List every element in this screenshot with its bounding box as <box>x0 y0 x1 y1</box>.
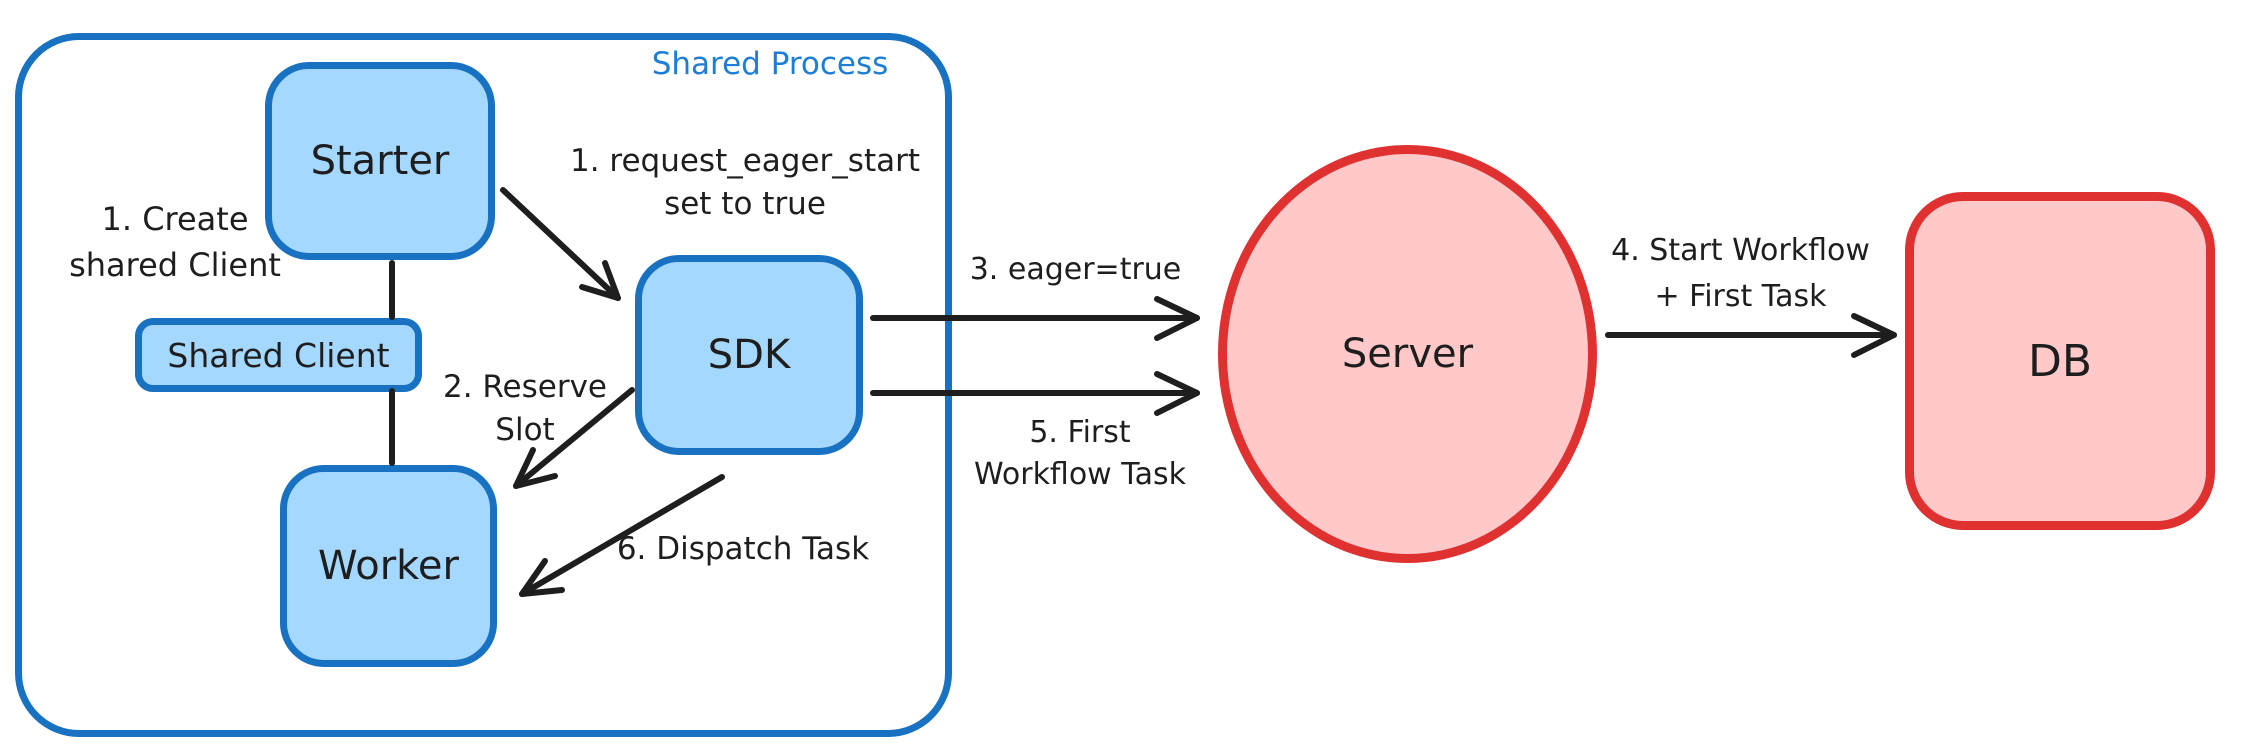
annotation-eager-true-text: 3. eager=true <box>969 252 1182 287</box>
node-server: Server <box>1218 145 1597 563</box>
annotation-first-workflow-task-line1: 5. First <box>1029 415 1131 450</box>
annotation-reserve-slot-line2: Slot <box>495 412 555 448</box>
annotation-start-workflow: 4. Start Workflow + First Task <box>1583 228 1898 320</box>
node-db: DB <box>1905 192 2215 530</box>
annotation-first-workflow-task: 5. First Workflow Task <box>925 412 1235 496</box>
annotation-dispatch-task: 6. Dispatch Task <box>608 528 878 571</box>
annotation-reserve-slot-line1: 2. Reserve <box>442 369 608 405</box>
annotation-first-workflow-task-line2: Workflow Task <box>973 457 1187 492</box>
node-starter: Starter <box>265 62 495 260</box>
node-sdk-label: SDK <box>707 332 791 378</box>
annotation-create-shared-client: 1. Create shared Client <box>35 196 315 288</box>
annotation-dispatch-task-text: 6. Dispatch Task <box>616 531 870 567</box>
node-worker-label: Worker <box>318 543 459 589</box>
node-worker: Worker <box>280 465 497 667</box>
arrow-server-to-db <box>1605 313 1897 358</box>
node-server-label: Server <box>1341 331 1474 377</box>
annotation-eager-true: 3. eager=true <box>948 248 1203 291</box>
annotation-start-workflow-line1: 4. Start Workflow <box>1611 233 1870 268</box>
shared-process-label: Shared Process <box>651 46 889 82</box>
annotation-reserve-slot: 2. Reserve Slot <box>425 366 625 452</box>
node-starter-label: Starter <box>310 138 450 184</box>
annotation-create-shared-client-line1: 1. Create <box>101 200 249 238</box>
shared-process-container <box>15 33 952 737</box>
annotation-request-eager-start-line2: set to true <box>664 186 826 222</box>
annotation-start-workflow-line2: + First Task <box>1654 279 1827 314</box>
node-sdk: SDK <box>635 255 863 455</box>
annotation-create-shared-client-line2: shared Client <box>69 246 281 284</box>
node-shared-client-label: Shared Client <box>167 335 390 375</box>
annotation-request-eager-start-line1: 1. request_eager_start <box>569 143 921 179</box>
annotation-request-eager-start: 1. request_eager_start set to true <box>550 140 940 226</box>
node-db-label: DB <box>2027 335 2093 387</box>
node-shared-client: Shared Client <box>135 318 422 392</box>
